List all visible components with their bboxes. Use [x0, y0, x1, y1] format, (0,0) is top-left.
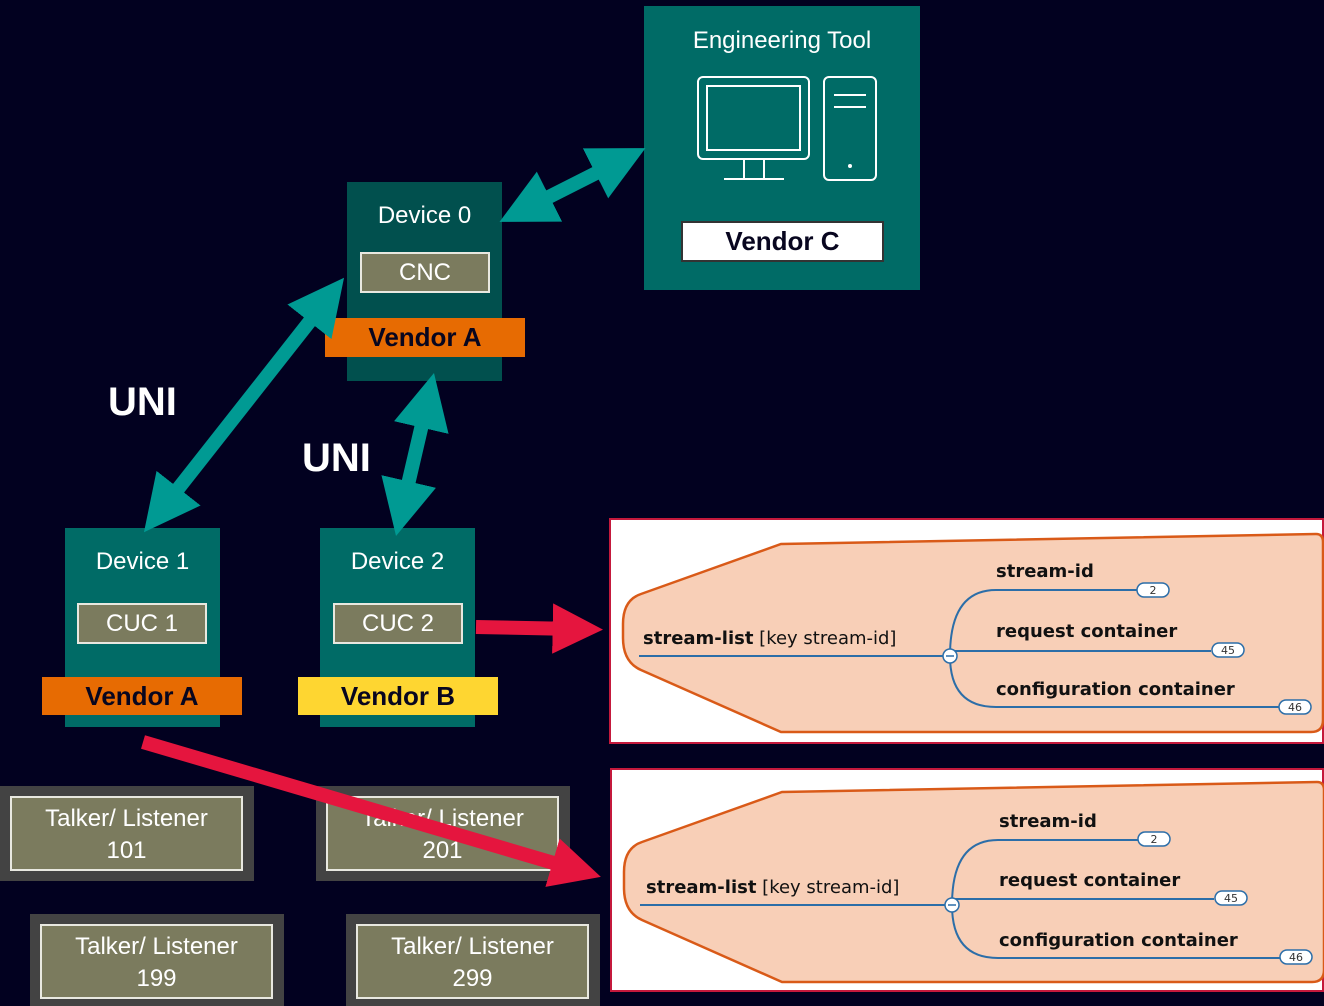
engineering-tool: Engineering Tool Vendor C — [644, 6, 920, 290]
tree-badge: 46 — [1288, 701, 1302, 714]
tree-child-request-container: request container — [996, 621, 1177, 642]
talker-listener-199: Talker/ Listener 199 — [30, 914, 284, 1006]
talker-listener-label: Talker/ Listener — [361, 805, 524, 832]
talker-listener-label: Talker/ Listener — [75, 933, 238, 960]
tree-badge: 2 — [1150, 584, 1157, 597]
arrow-device0-engineering-tool — [499, 148, 646, 222]
tree-child-configuration-container: configuration container — [996, 679, 1235, 700]
device-0-title: Device 0 — [377, 202, 472, 229]
uni-label-left: UNI — [108, 380, 177, 424]
tree-root-label: stream-list [key stream-id] — [643, 628, 896, 649]
talker-listener-label: Talker/ Listener — [391, 933, 554, 960]
tree-root-label: stream-list [key stream-id] — [646, 877, 899, 898]
device-0: Device 0 CNC — [347, 182, 502, 381]
yang-tree-panel-2: stream-list [key stream-id] stream-id re… — [610, 768, 1324, 992]
vendor-c-label: Vendor C — [681, 221, 884, 262]
talker-listener-id: 299 — [452, 965, 493, 992]
cnc-box: CNC — [360, 252, 490, 293]
tree-child-stream-id: stream-id — [999, 811, 1097, 832]
yang-tree-1: stream-list [key stream-id] stream-id re… — [621, 532, 1324, 734]
device-2-vendor: Vendor B — [298, 677, 498, 715]
tree-child-stream-id: stream-id — [996, 561, 1094, 582]
talker-listener-201: Talker/ Listener 201 — [316, 786, 570, 881]
tree-badge: 46 — [1289, 951, 1303, 964]
uni-label-center: UNI — [302, 436, 371, 480]
arrow-device0-device1 — [143, 277, 345, 533]
talker-listener-299: Talker/ Listener 299 — [346, 914, 600, 1006]
yang-tree-2: stream-list [key stream-id] stream-id re… — [622, 780, 1324, 984]
engineering-tool-title: Engineering Tool — [692, 27, 872, 54]
talker-listener-id: 201 — [422, 837, 463, 864]
cuc-2-box: CUC 2 — [333, 603, 463, 644]
talker-listener-101-box: Talker/ Listener 101 — [10, 796, 243, 871]
tree-child-request-container: request container — [999, 870, 1180, 891]
talker-listener-id: 101 — [106, 837, 147, 864]
arrow-device0-device2 — [381, 373, 449, 536]
talker-listener-199-box: Talker/ Listener 199 — [40, 924, 273, 999]
arrow-device2-tree1 — [475, 603, 603, 654]
device-2-title: Device 2 — [350, 548, 445, 575]
yang-tree-panel-1: stream-list [key stream-id] stream-id re… — [609, 518, 1324, 744]
talker-listener-101: Talker/ Listener 101 — [0, 786, 254, 881]
computer-icon — [697, 76, 877, 181]
tree-badge: 2 — [1151, 833, 1158, 846]
talker-listener-label: Talker/ Listener — [45, 805, 208, 832]
device-1-vendor: Vendor A — [42, 677, 242, 715]
tree-badge: 45 — [1221, 644, 1235, 657]
talker-listener-id: 199 — [136, 965, 177, 992]
tree-child-configuration-container: configuration container — [999, 930, 1238, 951]
cuc-1-box: CUC 1 — [77, 603, 207, 644]
talker-listener-299-box: Talker/ Listener 299 — [356, 924, 589, 999]
device-1-title: Device 1 — [95, 548, 190, 575]
talker-listener-201-box: Talker/ Listener 201 — [326, 796, 559, 871]
tree-badge: 45 — [1224, 892, 1238, 905]
device-0-vendor: Vendor A — [325, 318, 525, 357]
